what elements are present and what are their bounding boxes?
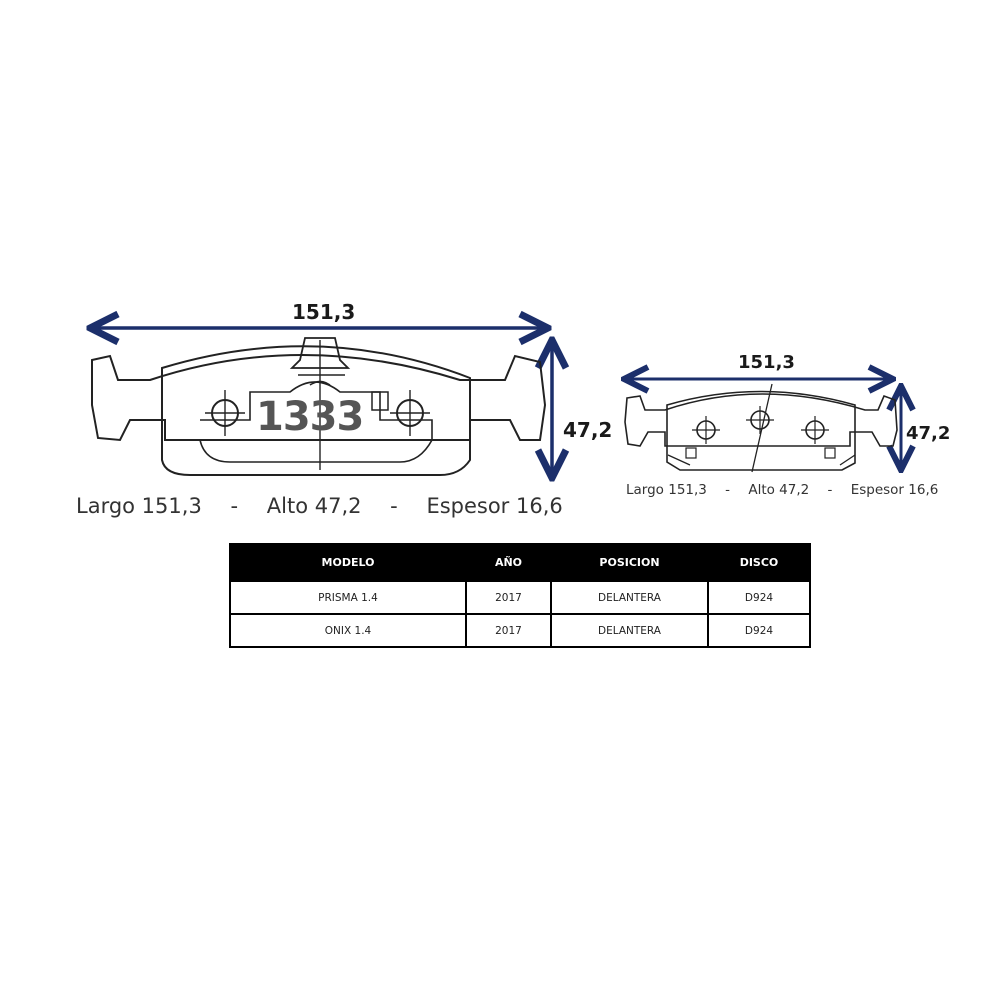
part-number: 1333 [256, 394, 364, 440]
table-header-row: MODELO AÑO POSICION DISCO [229, 543, 811, 582]
friction-material-outline [161, 345, 471, 476]
table-row: ONIX 1.4 2017 DELANTERA D924 [229, 613, 811, 648]
small-friction-material-outline [666, 390, 856, 471]
small-length-dimension-label: 151,3 [738, 352, 795, 373]
spec-alto: Alto 47,2 [748, 482, 810, 498]
header-modelo: MODELO [229, 543, 467, 582]
spec-largo: Largo 151,3 [76, 494, 202, 518]
spec-espesor: Espesor 16,6 [426, 494, 563, 518]
spec-largo: Largo 151,3 [626, 482, 707, 498]
inner-contour [199, 381, 433, 463]
cell-ano: 2017 [465, 613, 552, 648]
small-backing-plate-outline [624, 393, 898, 447]
top-clip [289, 337, 351, 369]
spec-espesor: Espesor 16,6 [850, 482, 939, 498]
cell-ano: 2017 [465, 580, 552, 615]
header-ano: AÑO [465, 543, 552, 582]
specs-small: Largo 151,3 - Alto 47,2 - Espesor 16,6 [626, 482, 946, 498]
spec-separator: - [725, 482, 731, 498]
spec-alto: Alto 47,2 [266, 494, 362, 518]
backing-plate-outline [91, 354, 547, 442]
spec-separator: - [390, 494, 398, 518]
header-posicion: POSICION [550, 543, 709, 582]
spec-separator: - [827, 482, 833, 498]
length-dimension-label: 151,3 [292, 300, 356, 324]
cell-posicion: DELANTERA [550, 613, 709, 648]
table-row: PRISMA 1.4 2017 DELANTERA D924 [229, 580, 811, 615]
specs-large: Largo 151,3 - Alto 47,2 - Espesor 16,6 [76, 494, 563, 518]
cell-posicion: DELANTERA [550, 580, 709, 615]
height-dimension-label: 47,2 [563, 418, 613, 442]
cell-disco: D924 [707, 580, 811, 615]
cell-modelo: ONIX 1.4 [229, 613, 467, 648]
cell-disco: D924 [707, 613, 811, 648]
spec-separator: - [230, 494, 239, 518]
small-height-dimension-label: 47,2 [906, 423, 951, 444]
applications-table: MODELO AÑO POSICION DISCO PRISMA 1.4 201… [229, 543, 811, 648]
cell-modelo: PRISMA 1.4 [229, 580, 467, 615]
header-disco: DISCO [707, 543, 811, 582]
